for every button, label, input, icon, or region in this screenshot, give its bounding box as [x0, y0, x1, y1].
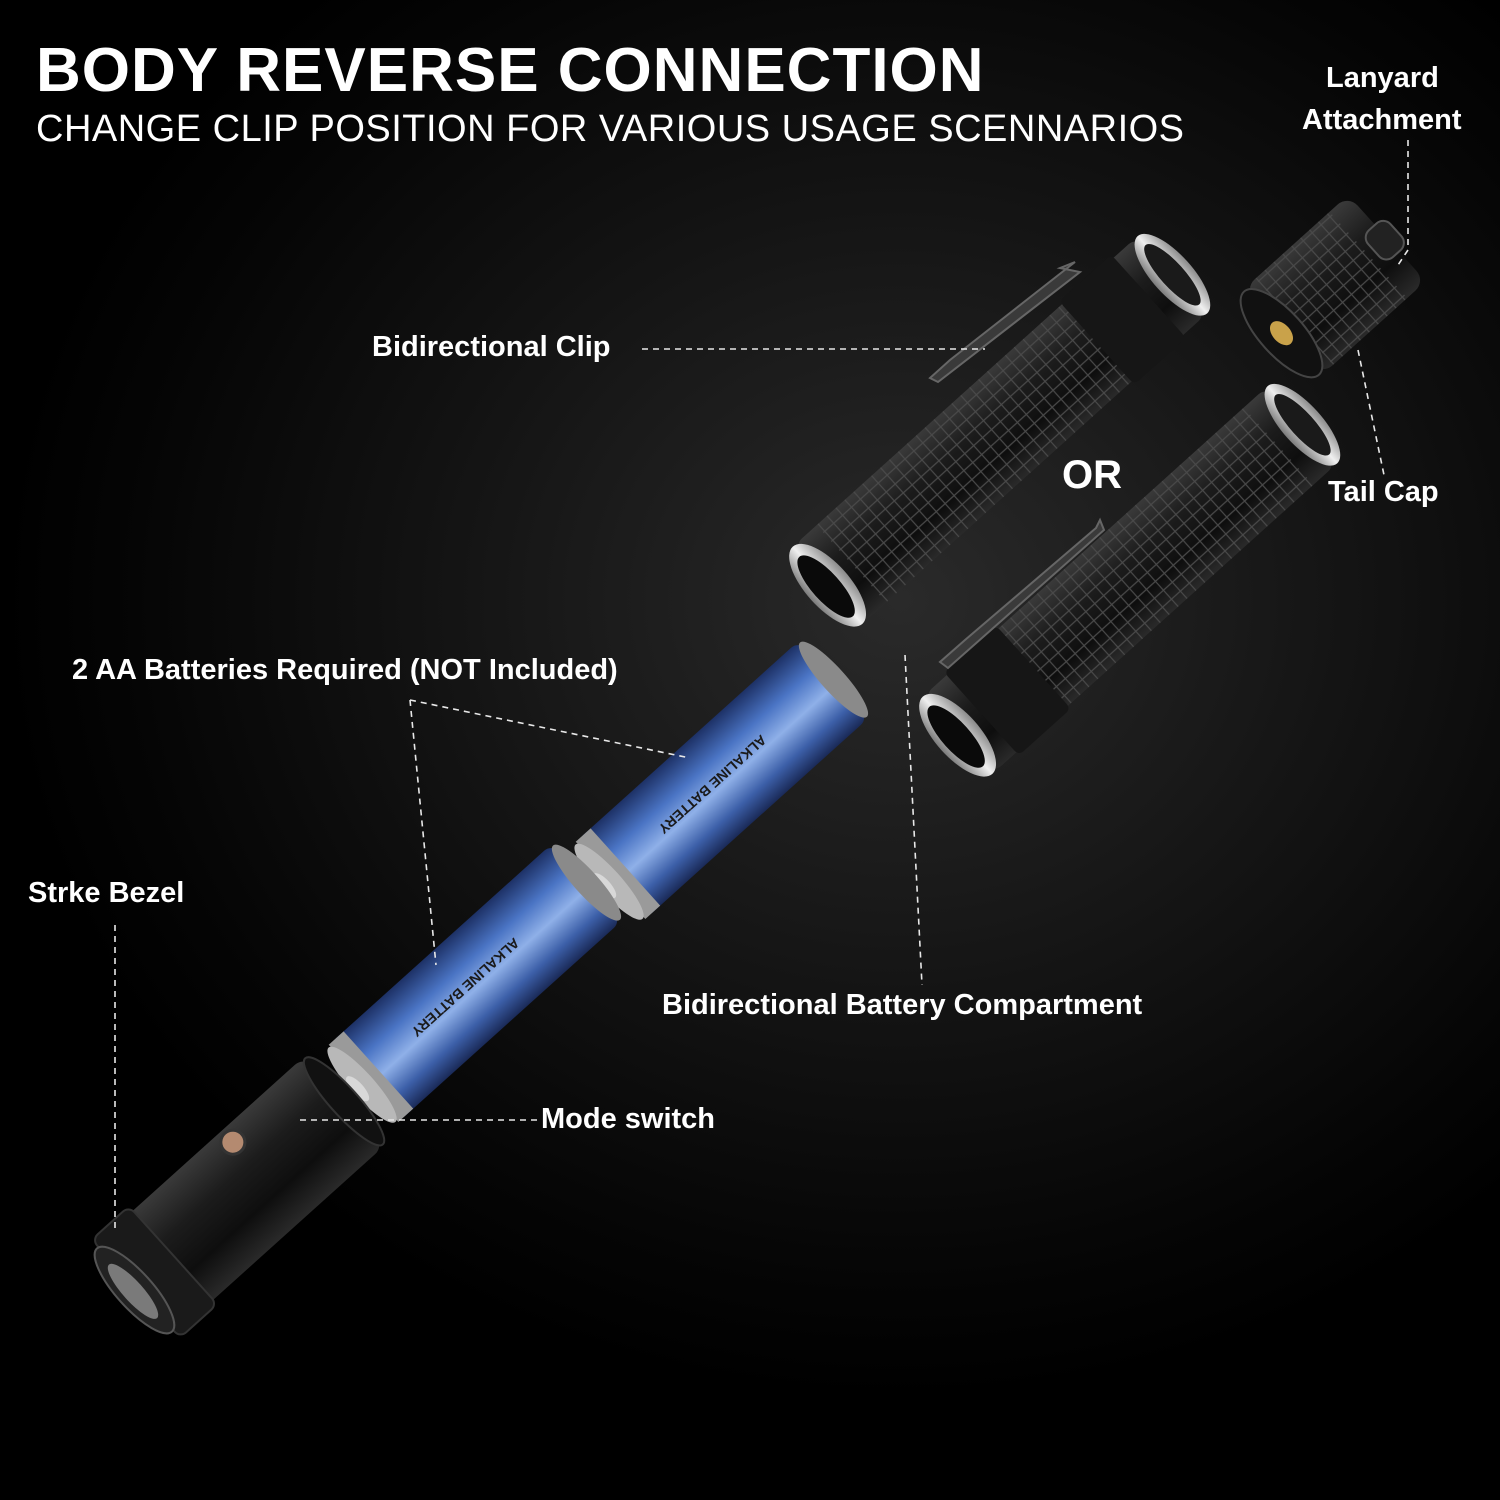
clip-lower	[938, 517, 1106, 670]
label-lanyard-line1: Lanyard	[1326, 62, 1439, 94]
label-lanyard-line2: Attachment	[1302, 104, 1462, 136]
battery-lower: ALKALINE BATTERY	[327, 844, 622, 1123]
page-subtitle: CHANGE CLIP POSITION FOR VARIOUS USAGE S…	[36, 108, 1185, 150]
label-battery-compartment: Bidirectional Battery Compartment	[662, 989, 1143, 1021]
label-or: OR	[1062, 453, 1122, 497]
label-mode-switch: Mode switch	[541, 1103, 716, 1135]
tail-cap	[1239, 200, 1421, 379]
flashlight-head	[93, 1056, 386, 1336]
label-strike-bezel: Strke Bezel	[28, 877, 185, 909]
battery-tube-lower	[919, 383, 1341, 777]
label-bidirectional-clip: Bidirectional Clip	[372, 331, 611, 363]
page-title: BODY REVERSE CONNECTION	[36, 36, 985, 105]
battery-tube-upper	[789, 233, 1211, 627]
mode-switch-button[interactable]	[216, 1125, 250, 1159]
clip-upper	[928, 261, 1083, 384]
label-tail-cap: Tail Cap	[1328, 476, 1439, 508]
leader-lines	[114, 140, 1409, 1230]
label-batteries: 2 AA Batteries Required (NOT Included)	[72, 654, 618, 686]
